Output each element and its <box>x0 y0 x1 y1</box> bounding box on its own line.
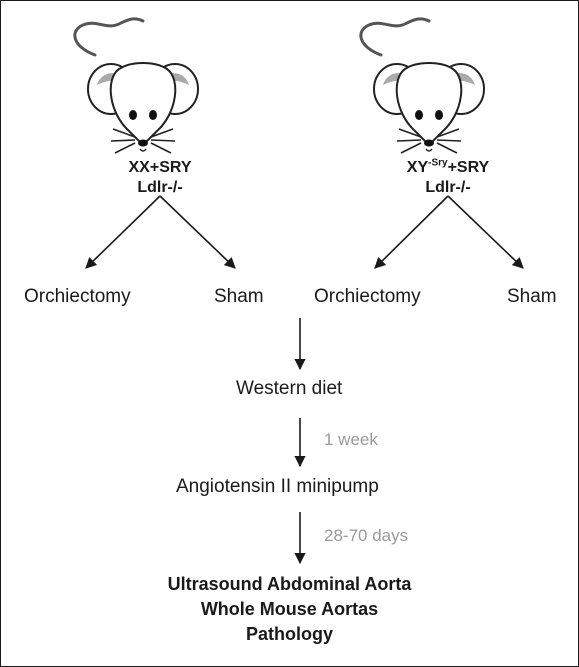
outcome-whole-aortas: Whole Mouse Aortas <box>0 597 579 621</box>
genotype-superscript: -Sry <box>428 158 447 169</box>
genotype-suffix: +SRY <box>448 159 490 176</box>
branch-label-orchiectomy-left: Orchiectomy <box>24 286 131 308</box>
branch-arrow-left-b <box>160 196 235 268</box>
branch-arrow-right-b <box>448 196 523 268</box>
duration-1-week: 1 week <box>324 430 378 450</box>
genotype-label-left: XX+SRY Ldlr-/- <box>100 158 220 198</box>
branch-label-orchiectomy-right: Orchiectomy <box>314 286 421 308</box>
genotype-line1: XX+SRY <box>100 158 220 178</box>
duration-28-70-days: 28-70 days <box>324 526 408 546</box>
genotype-base: XY <box>407 159 428 176</box>
genotype-line1: XY-Sry+SRY <box>378 158 518 178</box>
mouse-icon <box>361 19 484 153</box>
branch-label-sham-right: Sham <box>507 286 557 308</box>
branch-label-sham-left: Sham <box>214 286 264 308</box>
genotype-label-right: XY-Sry+SRY Ldlr-/- <box>378 158 518 198</box>
genotype-line2: Ldlr-/- <box>378 178 518 198</box>
branch-arrow-right-a <box>375 196 448 268</box>
genotype-line2: Ldlr-/- <box>100 178 220 198</box>
branch-arrow-left-a <box>86 196 160 268</box>
step-angiotensin-pump: Angiotensin II minipump <box>176 476 379 498</box>
step-western-diet: Western diet <box>236 378 342 400</box>
outcome-ultrasound: Ultrasound Abdominal Aorta <box>0 572 579 596</box>
outcome-pathology: Pathology <box>0 622 579 646</box>
mouse-icon <box>75 19 198 153</box>
